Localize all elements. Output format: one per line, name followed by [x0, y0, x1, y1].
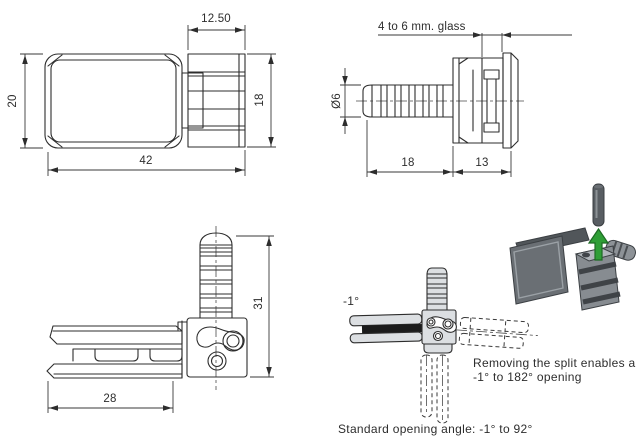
kidney-slot	[196, 326, 245, 351]
dim-text-total-length: 42	[139, 155, 152, 167]
dim-text-pin-length: 18	[401, 157, 414, 169]
hinge-3d-render	[509, 183, 636, 311]
dim-text-knuckle-width: 12.50	[201, 13, 231, 25]
knuckle-segment-lines	[187, 53, 246, 148]
dim-text-knuckle-height: 18	[254, 93, 266, 106]
gasket-bottom	[483, 122, 500, 133]
clamp-body-inner-line	[50, 59, 177, 143]
angle-hole-3	[432, 330, 444, 342]
angle-pin-ribs	[426, 273, 448, 305]
pivot-hole-inner	[226, 334, 240, 348]
corner-chamfer-lines	[47, 54, 180, 148]
angle-pin	[426, 267, 448, 313]
plan-view: 12.50 20 42 18	[7, 13, 276, 176]
solid-clamp-position	[349, 313, 423, 344]
dim-lines-20	[20, 53, 43, 149]
hinge-block-outline	[186, 317, 248, 378]
side-view: 4 to 6 mm. glass Ø6 18 13	[331, 21, 572, 177]
split-note-line2: -1° to 182° opening	[473, 370, 582, 384]
cover-plate-outline	[502, 52, 519, 149]
dim-text-clamp-width: 28	[103, 393, 116, 405]
ghost-right-plate-2	[458, 332, 524, 349]
gasket-top	[483, 69, 500, 80]
angle-hole-1-inner	[428, 319, 434, 325]
opening-angle-diagram: -1° Removing the split	[338, 267, 636, 436]
screw-hole-outer	[207, 351, 227, 371]
ghost-92-position	[420, 354, 449, 424]
pin-rib-lines	[380, 84, 444, 118]
bottom-plate-outline	[46, 363, 183, 379]
ghost-right-details	[468, 317, 507, 347]
glass-range-label: 4 to 6 mm. glass	[378, 21, 466, 33]
ghost-right-centerline	[455, 329, 538, 336]
hinge-knuckle-outline	[187, 53, 246, 148]
connector-lines	[177, 320, 188, 379]
removal-arrow-icon	[587, 227, 610, 261]
spacer-details	[72, 348, 183, 362]
dim-lines-18-13	[366, 120, 512, 177]
angle-hole-1	[426, 317, 436, 327]
glass-edge-dark	[361, 324, 423, 334]
dim-lines-18-right	[247, 53, 276, 148]
standard-angle-caption: Standard opening angle: -1° to 92°	[338, 422, 533, 436]
hinge-body-rib-slots	[578, 261, 621, 305]
front-pin-ribs	[199, 244, 233, 313]
pin-hole-1	[582, 252, 590, 258]
screw-hole-inner	[210, 354, 224, 368]
angle-top-plate	[349, 313, 423, 327]
glass-edges	[486, 78, 497, 124]
angle-hole-2-inner	[444, 320, 452, 328]
clamp-plate-3d	[509, 235, 569, 305]
top-plate-outline	[49, 325, 183, 345]
hinge-tab-outline	[181, 72, 204, 129]
pivot-hole-outer	[222, 330, 244, 352]
dim-lines-28	[47, 381, 174, 413]
split-note-line1: Removing the split enables a	[473, 356, 636, 370]
ghost-182-position	[455, 316, 538, 349]
ghost-right-plate-1	[459, 316, 529, 334]
angle-hole-3-inner	[434, 332, 442, 340]
front-view: 28 31	[46, 226, 274, 413]
closed-angle-label: -1°	[343, 294, 359, 308]
dim-text-body-height: 20	[7, 94, 19, 107]
clamp-body-outline	[44, 53, 183, 149]
barbed-pin-outline	[362, 84, 454, 118]
split-pin-top	[594, 184, 603, 189]
ghost-down-centerlines	[426, 355, 443, 420]
angle-pivot-bracket	[423, 343, 453, 354]
front-pin-outline	[199, 232, 233, 319]
dim-arrows-glass	[473, 32, 511, 38]
dim-text-diameter: Ø6	[331, 93, 343, 109]
dim-lines-42	[47, 150, 246, 176]
dim-lines-31	[236, 235, 274, 378]
clamp-side-details	[458, 57, 483, 144]
clamp-plate-rim-highlight	[513, 241, 564, 299]
angle-bottom-plate	[349, 331, 423, 344]
split-pin-3d	[592, 183, 605, 227]
dim-text-body-depth: 13	[475, 157, 488, 169]
dim-text-total-height: 31	[253, 296, 265, 309]
